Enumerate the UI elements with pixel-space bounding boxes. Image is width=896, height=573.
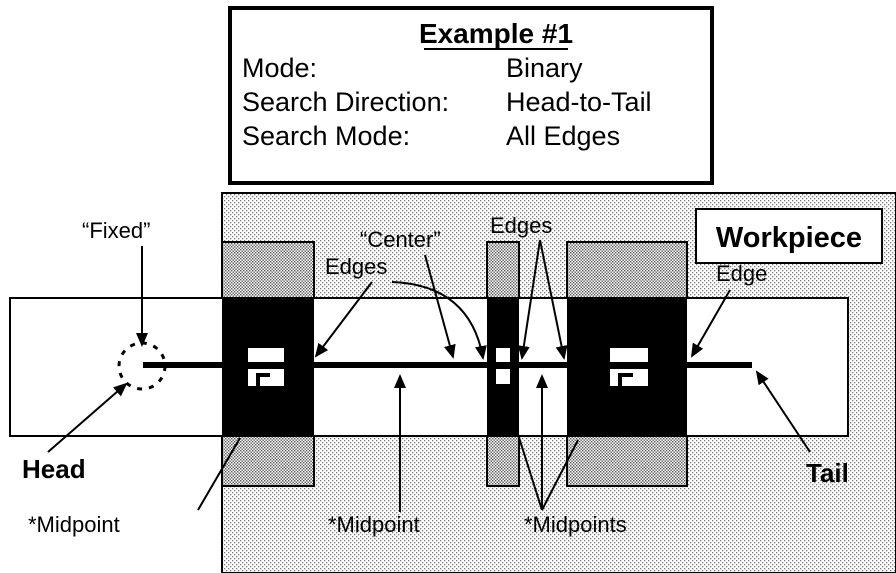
info-box bbox=[228, 6, 714, 185]
fixed-label: “Fixed” bbox=[82, 218, 150, 243]
info-direction-label: Search Direction: bbox=[242, 87, 449, 117]
arrow-edges-left bbox=[314, 281, 373, 358]
arrow-edge-right bbox=[691, 289, 731, 358]
info-mode-label: Mode: bbox=[242, 53, 317, 83]
arrow-edges-top-b bbox=[539, 239, 568, 360]
arrow-edges-top-a bbox=[517, 239, 541, 360]
info-direction-value: Head-to-Tail bbox=[506, 87, 652, 117]
right-hole bbox=[610, 348, 648, 386]
info-search-mode-value: All Edges bbox=[506, 121, 620, 151]
edge-label-right: Edge bbox=[716, 261, 767, 286]
center-label: “Center” bbox=[360, 227, 441, 252]
edges-label-left: Edges bbox=[325, 254, 387, 279]
info-mode-value: Binary bbox=[506, 53, 583, 83]
midpoint-label-left: *Midpoint bbox=[28, 512, 120, 537]
arrow-midpoints-c bbox=[541, 439, 579, 511]
edges-label-top: Edges bbox=[490, 213, 552, 238]
tail-label: Tail bbox=[806, 458, 849, 488]
arrow-edges-curve bbox=[391, 281, 487, 360]
fixed-point-circle bbox=[117, 341, 167, 391]
info-title: Example #1 bbox=[419, 18, 573, 49]
midpoint-label-center: *Midpoint bbox=[328, 512, 420, 537]
left-hole bbox=[248, 348, 284, 386]
workpiece-label: Workpiece bbox=[716, 222, 862, 254]
arrow-midpoints-b bbox=[515, 427, 543, 511]
midpoints-label-right: *Midpoints bbox=[524, 512, 627, 537]
mid-hole bbox=[496, 348, 510, 384]
arrow-head bbox=[47, 382, 128, 453]
workpiece-label-box bbox=[695, 208, 883, 264]
arrow-center bbox=[424, 254, 456, 359]
arrow-tail bbox=[755, 370, 811, 453]
info-search-mode-label: Search Mode: bbox=[242, 121, 410, 151]
arrow-midpoint-left bbox=[197, 437, 241, 511]
head-label: Head bbox=[22, 454, 86, 484]
